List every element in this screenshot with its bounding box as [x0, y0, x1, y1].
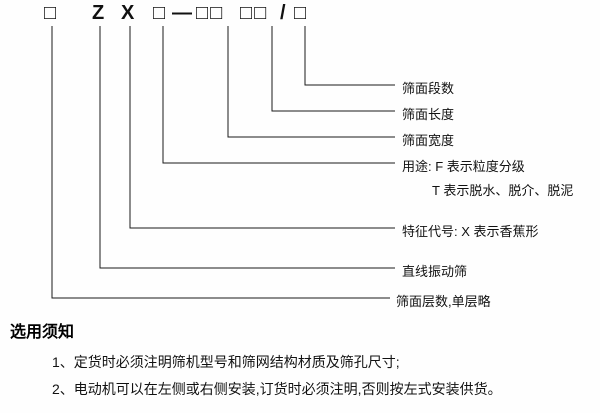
note-item-2: 2、电动机可以在左侧或右侧安装,订货时必须注明,否则按左式安装供货。	[52, 381, 502, 397]
code-box-width: □□	[196, 2, 225, 24]
label-length: 筛面长度	[402, 107, 455, 122]
code-box-sections: □	[294, 2, 309, 24]
leader-line-length	[271, 26, 395, 112]
leader-line-width	[227, 26, 395, 138]
leader-line-usage	[162, 26, 395, 164]
leader-line-layers	[51, 26, 390, 299]
label-layers: 筛面层数,单层略	[396, 294, 491, 309]
label-feature: 特征代号: X 表示香蕉形	[402, 224, 539, 239]
leader-line-feature	[129, 26, 395, 229]
code-letter-z: Z	[92, 2, 107, 24]
label-usage-f: 用途: F 表示粒度分级	[402, 159, 525, 174]
label-type: 直线振动筛	[402, 264, 468, 279]
note-item-1: 1、定货时必须注明筛机型号和筛网结构材质及筛孔尺寸;	[52, 354, 400, 370]
label-width: 筛面宽度	[402, 133, 455, 148]
label-sections: 筛面段数	[402, 81, 455, 96]
label-usage-t: T 表示脱水、脱介、脱泥	[432, 183, 574, 198]
code-dash: —	[172, 2, 194, 24]
code-letter-x: X	[121, 2, 137, 24]
leader-line-sections	[304, 26, 395, 86]
code-box-length: □□	[240, 2, 269, 24]
code-box-usage: □	[153, 2, 168, 24]
code-slash: /	[280, 2, 288, 24]
notes-title: 选用须知	[10, 324, 75, 341]
code-box-layers: □	[44, 2, 59, 24]
leader-line-type	[99, 26, 395, 269]
